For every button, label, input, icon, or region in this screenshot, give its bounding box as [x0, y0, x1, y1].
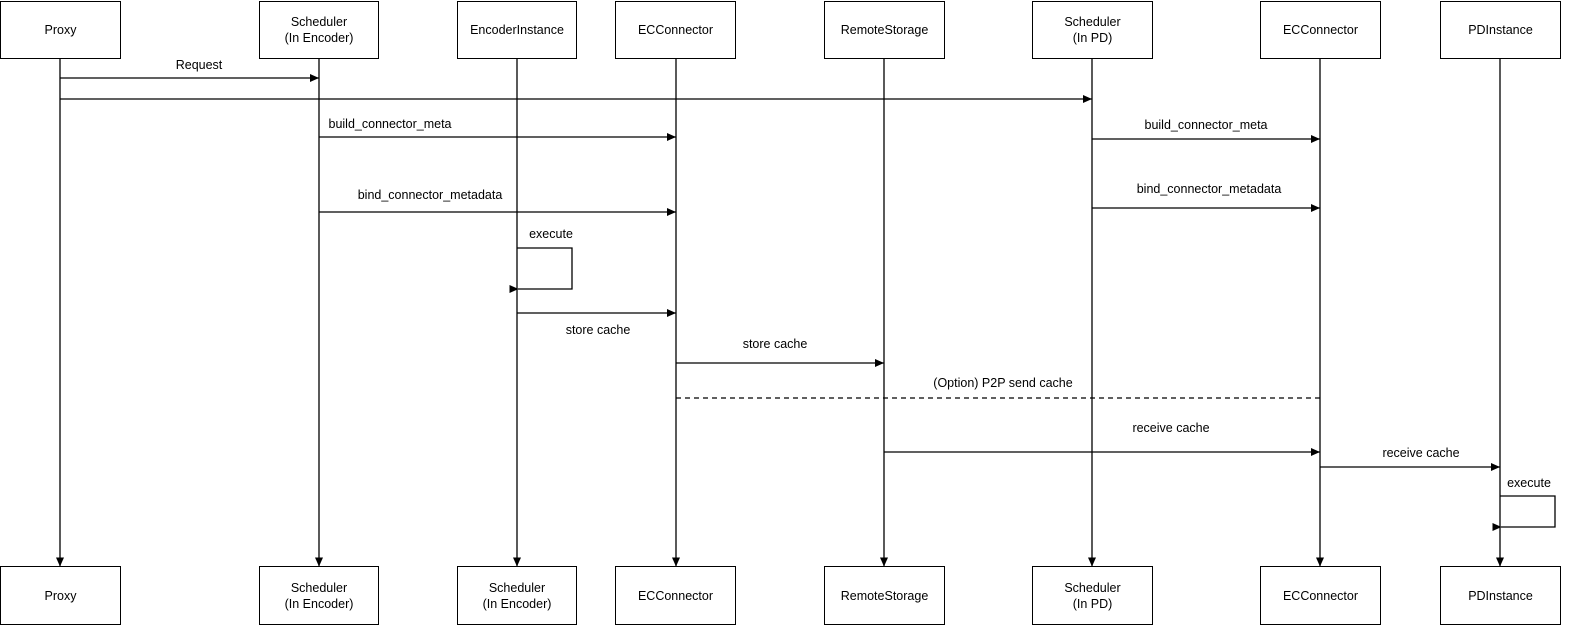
lifelines-group — [56, 59, 1504, 567]
participant-header-label-ec_conn_enc: ECConnector — [637, 23, 714, 37]
participant-header-label-encoder_inst: EncoderInstance — [470, 23, 564, 37]
participant-footer-label-ec_conn_pd: ECConnector — [1282, 588, 1359, 603]
participant-footer-box-pd_inst[interactable]: PDInstance — [1440, 566, 1561, 625]
participant-header-label-remote_store: RemoteStorage — [840, 23, 929, 37]
participant-header-box-proxy[interactable]: Proxy — [0, 1, 121, 59]
participant-footer-box-encoder_inst[interactable]: Scheduler (In Encoder) — [457, 566, 577, 625]
participant-header-label-pd_inst: PDInstance — [1468, 23, 1533, 37]
self-message-s2[interactable] — [1492, 495, 1556, 531]
participant-footer-label-proxy: Proxy — [44, 588, 77, 603]
participant-footer-label-sched_enc: Scheduler (In Encoder) — [284, 580, 354, 611]
participant-footer-box-ec_conn_pd[interactable]: ECConnector — [1260, 566, 1381, 625]
participant-footer-box-remote_store[interactable]: RemoteStorage — [824, 566, 945, 625]
participant-footer-label-remote_store: RemoteStorage — [840, 588, 929, 603]
messages-group — [60, 74, 1500, 471]
participant-header-box-remote_store[interactable]: RemoteStorage — [824, 1, 945, 59]
participant-header-label-proxy: Proxy — [44, 23, 77, 37]
participant-footer-box-sched_pd[interactable]: Scheduler (In PD) — [1032, 566, 1153, 625]
participant-footer-box-sched_enc[interactable]: Scheduler (In Encoder) — [259, 566, 379, 625]
participant-footer-box-proxy[interactable]: Proxy — [0, 566, 121, 625]
participant-header-label-sched_pd: Scheduler (In PD) — [1064, 15, 1121, 45]
participant-footer-label-ec_conn_enc: ECConnector — [637, 588, 714, 603]
participant-footer-label-sched_pd: Scheduler (In PD) — [1064, 580, 1121, 611]
participant-header-box-pd_inst[interactable]: PDInstance — [1440, 1, 1561, 59]
participant-footer-label-pd_inst: PDInstance — [1468, 588, 1533, 603]
participant-footer-box-ec_conn_enc[interactable]: ECConnector — [615, 566, 736, 625]
participant-header-box-ec_conn_pd[interactable]: ECConnector — [1260, 1, 1381, 59]
participant-footer-label-encoder_inst: Scheduler (In Encoder) — [482, 580, 552, 611]
participant-header-label-sched_enc: Scheduler (In Encoder) — [284, 15, 354, 45]
participant-header-label-ec_conn_pd: ECConnector — [1282, 23, 1359, 37]
participant-header-box-sched_pd[interactable]: Scheduler (In PD) — [1032, 1, 1153, 59]
participant-header-box-sched_enc[interactable]: Scheduler (In Encoder) — [259, 1, 379, 59]
self-messages-group — [509, 247, 1556, 531]
self-message-s1[interactable] — [509, 247, 573, 293]
participant-header-box-encoder_inst[interactable]: EncoderInstance — [457, 1, 577, 59]
participant-header-box-ec_conn_enc[interactable]: ECConnector — [615, 1, 736, 59]
